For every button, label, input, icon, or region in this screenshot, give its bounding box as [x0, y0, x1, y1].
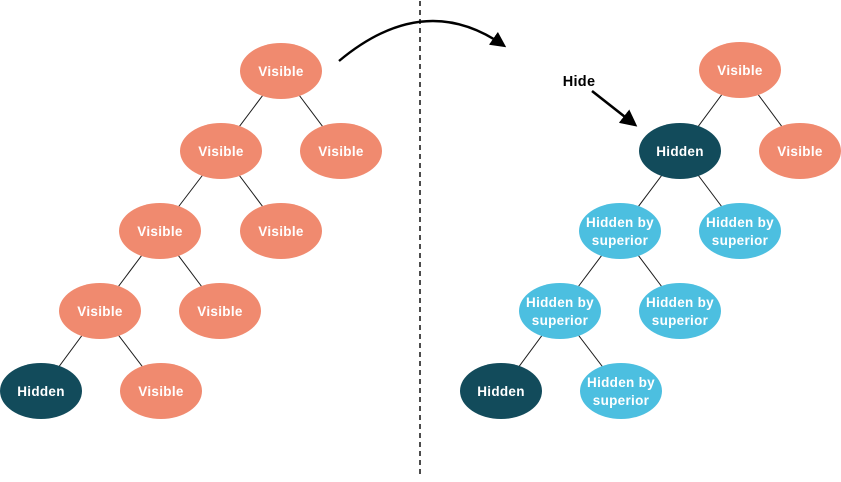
node-label: Visible [197, 304, 243, 319]
before-hide-tree-node-4-visible: Visible [240, 203, 322, 259]
before-hide-tree-node-8-visible: Visible [120, 363, 202, 419]
node-label: Visible [77, 304, 123, 319]
node-label: Hidden [17, 384, 65, 399]
node-ellipse [240, 43, 322, 99]
hide-annotation: Hide [563, 74, 638, 127]
node-ellipse [300, 123, 382, 179]
node-ellipse [240, 203, 322, 259]
node-ellipse [119, 203, 201, 259]
node-label: Visible [137, 224, 183, 239]
node-label: Visible [318, 144, 364, 159]
node-label: Visible [258, 224, 304, 239]
before-hide-tree-node-6-visible: Visible [179, 283, 261, 339]
node-ellipse [699, 203, 781, 259]
node-ellipse [59, 283, 141, 339]
hide-annotation-label: Hide [563, 74, 596, 90]
before-hide-tree-node-2-visible: Visible [300, 123, 382, 179]
node-label: Hidden [477, 384, 525, 399]
node-ellipse [120, 363, 202, 419]
after-hide-tree-node-7-hidden: Hidden [460, 363, 542, 419]
node-label: Hidden [656, 144, 704, 159]
node-ellipse [579, 203, 661, 259]
node-ellipse [519, 283, 601, 339]
node-ellipse [0, 363, 82, 419]
node-ellipse [179, 283, 261, 339]
node-ellipse [699, 42, 781, 98]
node-ellipse [639, 123, 721, 179]
after-hide-tree-node-0-visible: Visible [699, 42, 781, 98]
node-ellipse [759, 123, 841, 179]
node-label: Visible [717, 63, 763, 78]
node-ellipse [580, 363, 662, 419]
node-ellipse [460, 363, 542, 419]
node-label: Visible [198, 144, 244, 159]
node-label: Visible [258, 64, 304, 79]
before-hide-tree-node-1-visible: Visible [180, 123, 262, 179]
node-ellipse [180, 123, 262, 179]
before-hide-tree-node-0-visible: Visible [240, 43, 322, 99]
before-hide-tree-node-3-visible: Visible [119, 203, 201, 259]
node-label: Visible [777, 144, 823, 159]
node-ellipse [639, 283, 721, 339]
hide-annotation-arrow [591, 89, 638, 127]
after-hide-tree-node-2-visible: Visible [759, 123, 841, 179]
transform-arrow [338, 19, 507, 62]
before-hide-tree-node-5-visible: Visible [59, 283, 141, 339]
node-label: Visible [138, 384, 184, 399]
after-hide-tree-node-1-hidden: Hidden [639, 123, 721, 179]
before-hide-tree-node-7-hidden: Hidden [0, 363, 82, 419]
